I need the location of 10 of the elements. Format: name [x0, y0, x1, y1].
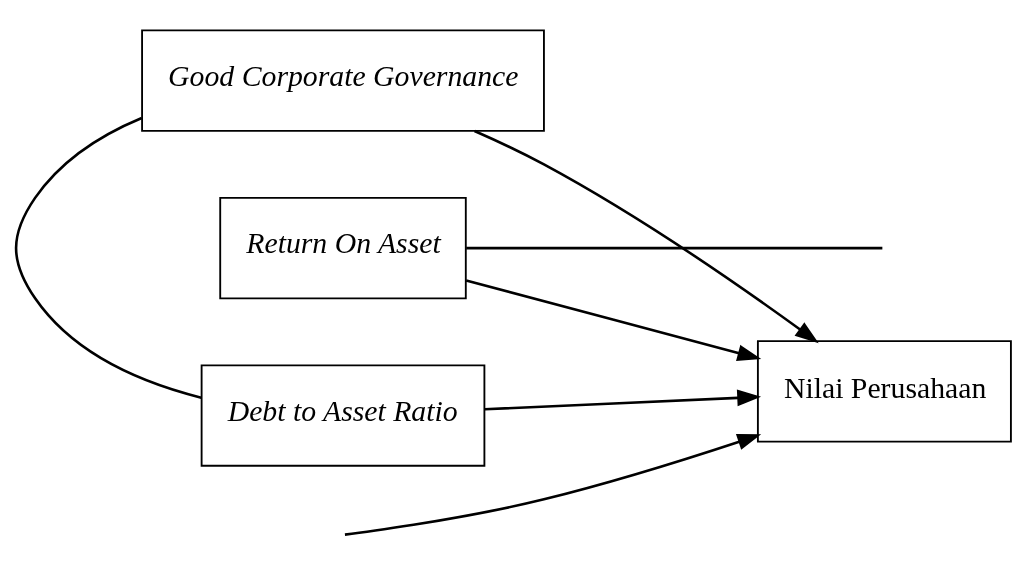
node-box: Debt to Asset Ratio — [200, 364, 486, 467]
arrow — [474, 129, 819, 344]
node-box: Good Corporate Governance — [141, 29, 545, 132]
node-box: Return On Asset — [219, 196, 467, 300]
node-box: Nilai Perusahaan — [756, 340, 1012, 443]
arrow — [484, 389, 762, 411]
connector — [14, 116, 202, 399]
arrow — [465, 279, 762, 361]
connector — [466, 246, 883, 250]
arrow — [344, 434, 762, 536]
